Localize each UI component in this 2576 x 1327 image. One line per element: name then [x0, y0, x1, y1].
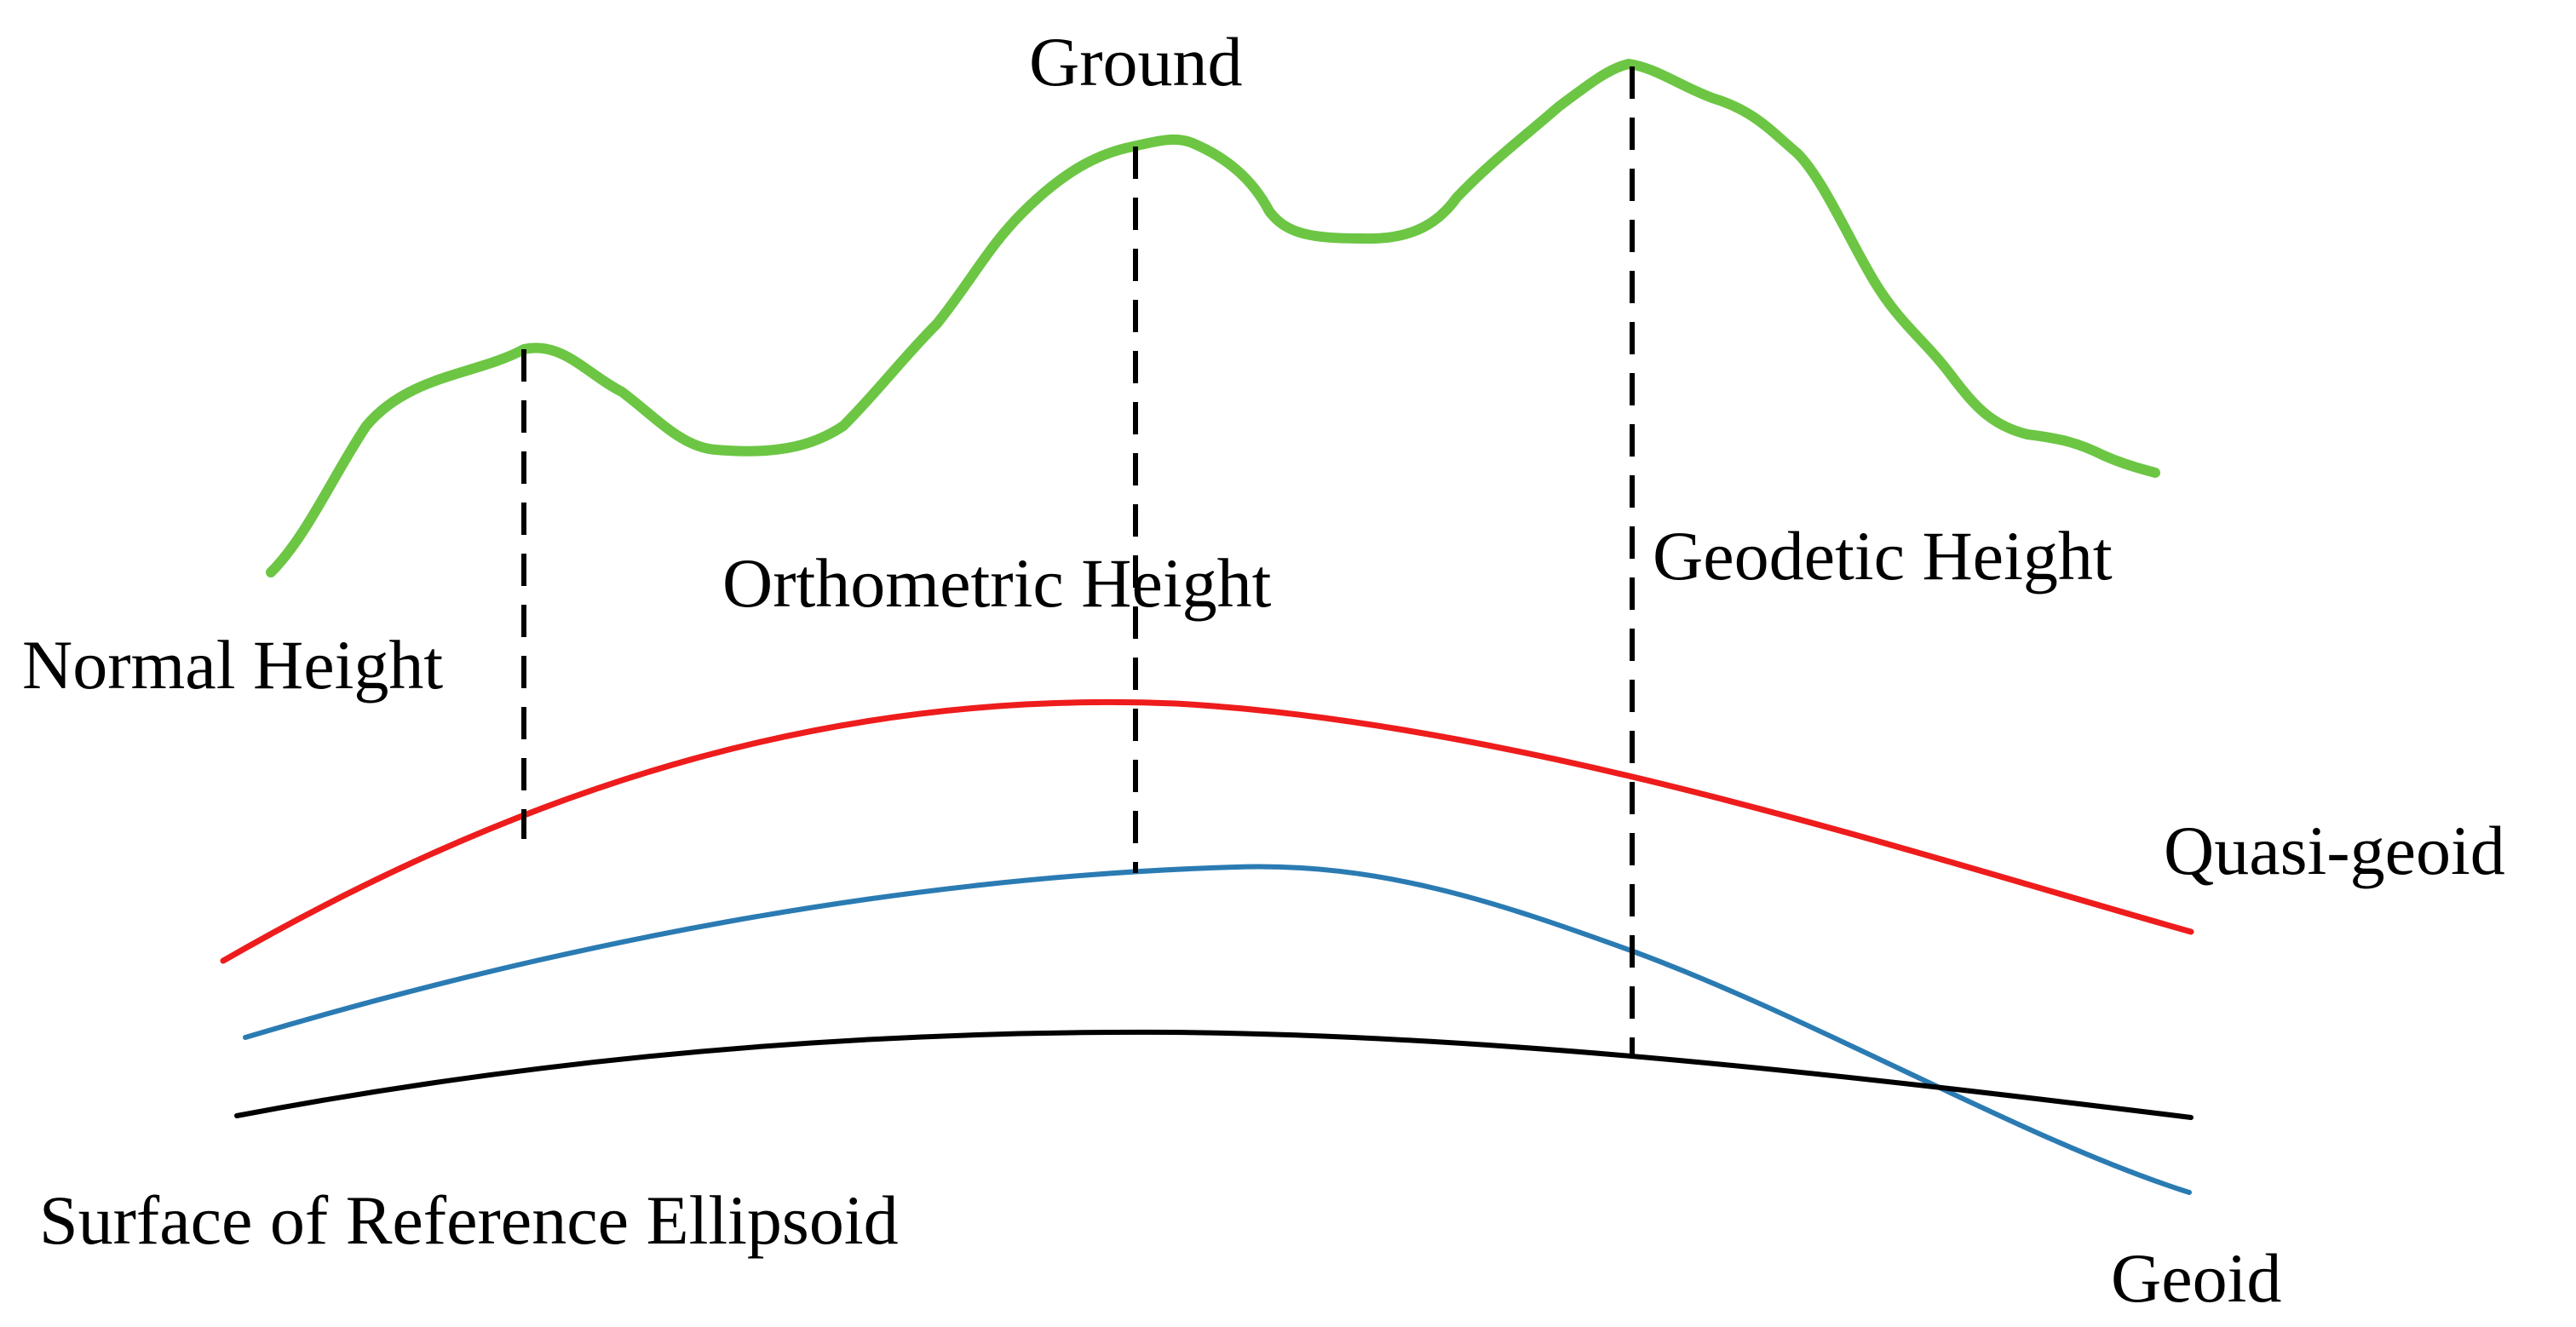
quasi-geoid-line	[220, 698, 2194, 964]
orthometric-height-label: Orthometric Height	[722, 544, 1272, 622]
normal-height-label: Normal Height	[22, 626, 443, 704]
geodetic-height-label: Geodetic Height	[1653, 517, 2113, 595]
geoid-line	[243, 864, 2192, 1195]
quasi-geoid-label: Quasi-geoid	[2164, 812, 2505, 889]
ellipsoid-line	[234, 1029, 2194, 1120]
geoid-label: Geoid	[2111, 1239, 2281, 1317]
ground-line	[266, 59, 2160, 577]
ground-label: Ground	[1029, 23, 1243, 101]
ellipsoid-label: Surface of Reference Ellipsoid	[39, 1181, 899, 1259]
